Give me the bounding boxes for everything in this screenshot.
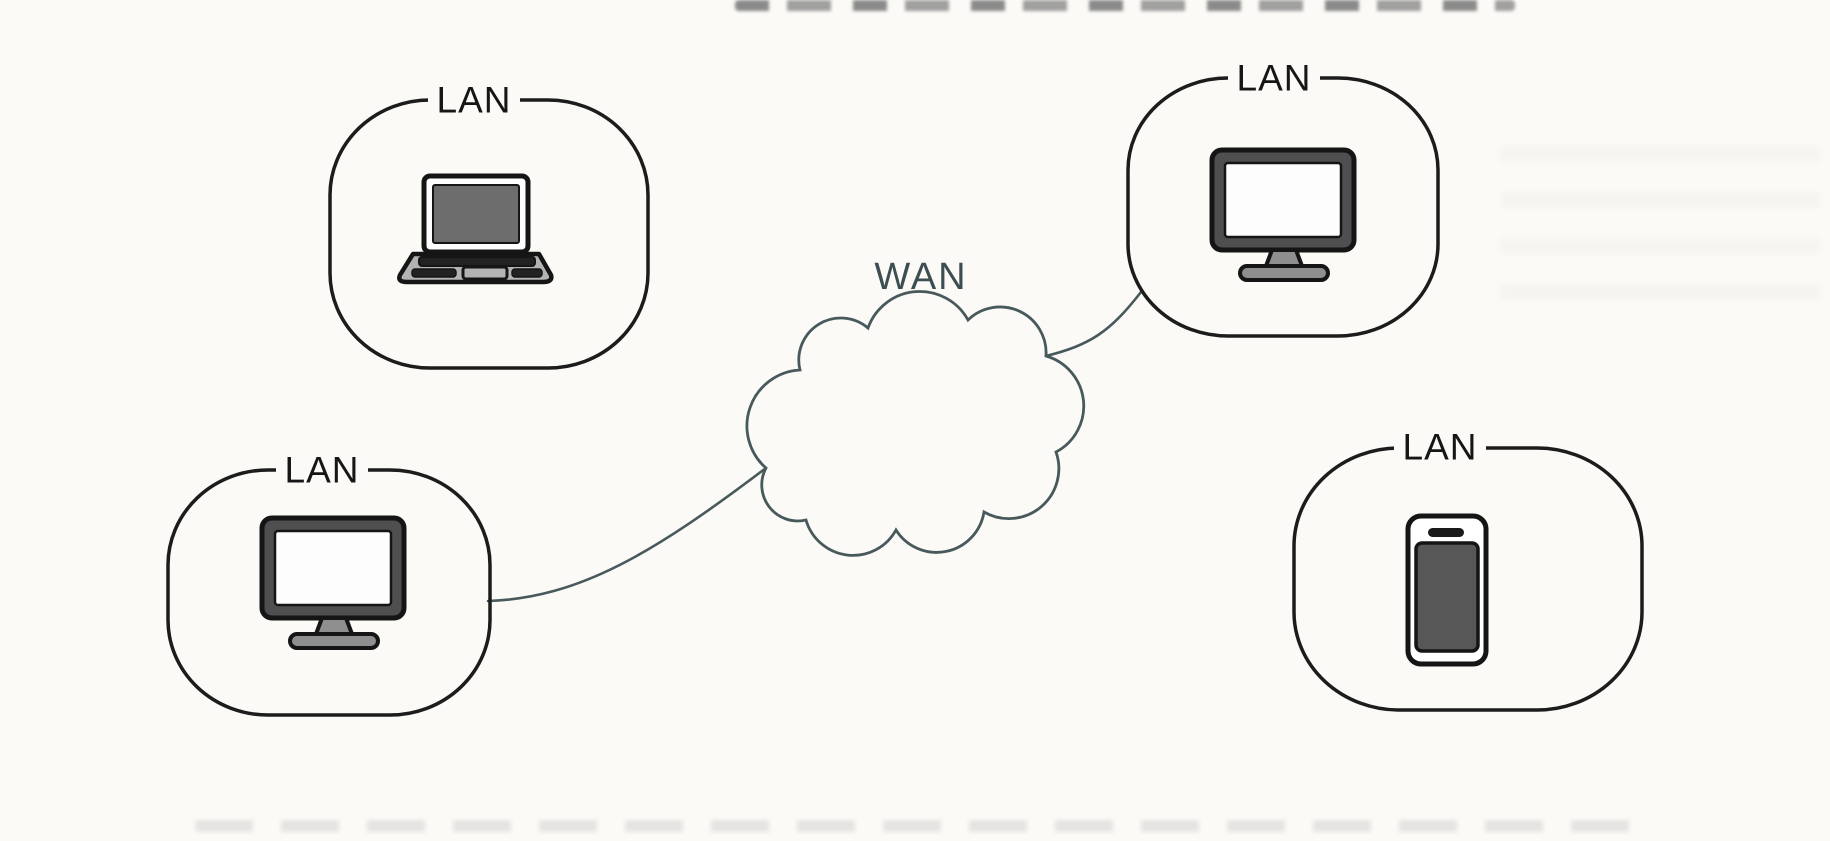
label-gap-top-left	[428, 82, 520, 118]
lan-label-bottom-right: LAN	[1403, 427, 1478, 468]
label-gap-bottom-right	[1394, 429, 1486, 465]
wan-label: WAN	[874, 256, 967, 298]
wan-cloud-group: WAN	[486, 256, 1143, 603]
laptop-icon	[397, 173, 554, 285]
lan-label-top-left: LAN	[437, 80, 512, 121]
lan-label-bottom-left: LAN	[285, 450, 360, 491]
monitor-icon	[259, 515, 407, 650]
lan-label-top-right: LAN	[1237, 58, 1312, 99]
smartphone-icon	[1405, 513, 1489, 667]
connection-lan-bottom-left-to-wan	[486, 466, 768, 603]
label-gap-bottom-left	[276, 452, 368, 488]
connection-wan-to-lan-top-right	[1044, 290, 1143, 358]
wan-cloud-icon	[745, 290, 1086, 557]
label-gap-top-right	[1228, 60, 1320, 96]
monitor-icon	[1209, 147, 1357, 282]
